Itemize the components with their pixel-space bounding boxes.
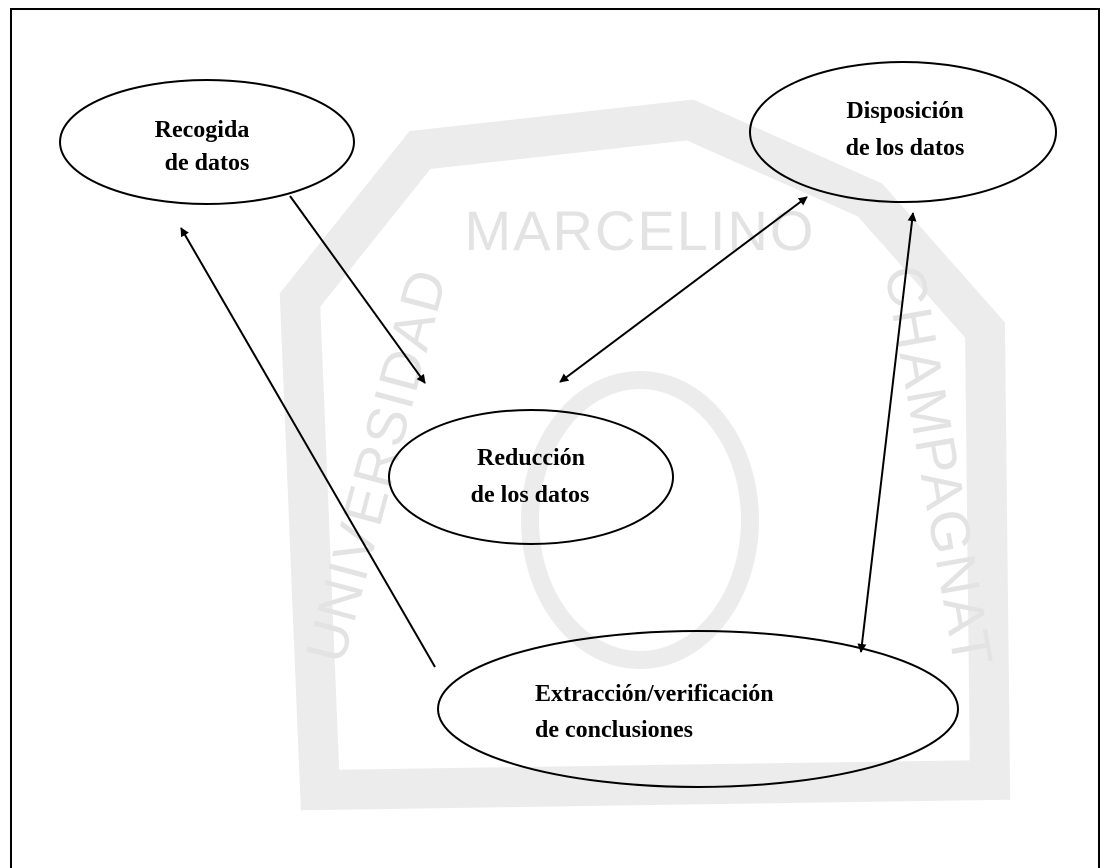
node-reduccion: Reducción de los datos (388, 409, 674, 545)
node-disposicion: Disposición de los datos (749, 61, 1057, 203)
node-disposicion-line2: de los datos (846, 135, 965, 161)
node-recogida-ellipse (59, 79, 355, 205)
node-recogida: Recogida de datos (59, 79, 355, 205)
arrow-extraccion-to-recogida (180, 227, 436, 668)
arrow-recogida-to-reduccion (289, 195, 426, 384)
node-disposicion-ellipse (749, 61, 1057, 203)
watermark-shield-shape (279, 99, 1011, 811)
node-disposicion-line1: Disposición (846, 98, 963, 124)
arrow-disposicion-extraccion (857, 212, 917, 653)
node-extraccion: Extracción/verificación de conclusiones (437, 630, 959, 788)
diagram-frame (10, 8, 1100, 868)
node-recogida-line1: Recogida (155, 117, 250, 143)
node-extraccion-line1: Extracción/verificación (535, 681, 774, 707)
node-extraccion-ellipse (437, 630, 959, 788)
arrows (180, 195, 917, 668)
node-reduccion-line2: de los datos (471, 482, 590, 508)
node-reduccion-ellipse (388, 409, 674, 545)
node-extraccion-line2: de conclusiones (535, 717, 693, 743)
node-recogida-line2: de datos (165, 150, 250, 176)
arrow-reduccion-disposicion (559, 196, 808, 383)
node-reduccion-line1: Reducción (477, 445, 585, 471)
